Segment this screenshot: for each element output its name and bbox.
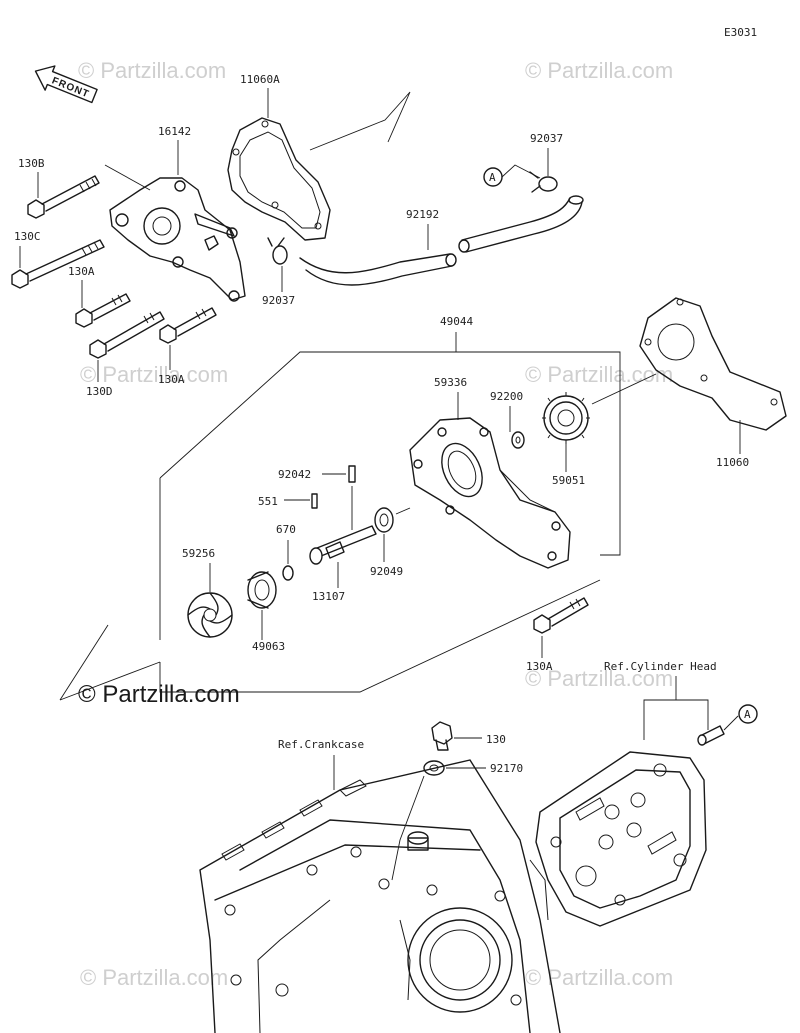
gear-59051	[542, 392, 590, 444]
washer-92200	[511, 431, 525, 449]
part-92049-label: 92049	[370, 565, 403, 578]
watermark-5: © Partzilla.com	[525, 666, 673, 691]
oring-670	[282, 565, 294, 581]
callout-a-top: A	[483, 167, 503, 187]
ref-crankcase-label: Ref.Crankcase	[278, 738, 364, 751]
part-92170-label: 92170	[490, 762, 523, 775]
part-130B-label: 130B	[18, 157, 45, 170]
watermark-7: © Partzilla.com	[525, 965, 673, 990]
part-59051-label: 59051	[552, 474, 585, 487]
part-130A-top-label: 130A	[68, 265, 95, 278]
part-49044-label: 49044	[440, 315, 473, 328]
part-59256-label: 59256	[182, 547, 215, 560]
partzilla-watermark: © Partzilla.com	[78, 681, 240, 708]
part-92037-left-label: 92037	[262, 294, 295, 307]
gasket-11060	[639, 297, 787, 431]
cylinder-head-outline	[535, 751, 707, 927]
part-130A-low-label: 130A	[526, 660, 553, 673]
hose-92192	[299, 195, 584, 286]
bolt-130A-top	[75, 293, 131, 328]
bolt-130D	[89, 311, 165, 359]
bolt-130A-low	[533, 597, 589, 634]
part-130A-mid-label: 130A	[158, 373, 185, 386]
part-92200-label: 92200	[490, 390, 523, 403]
watermark-1: © Partzilla.com	[78, 58, 226, 83]
part-551-label: 551	[258, 495, 278, 508]
pin-92042	[348, 465, 356, 483]
part-13107-label: 13107	[312, 590, 345, 603]
diagram-code: E3031	[724, 26, 757, 39]
plug-130	[431, 721, 453, 751]
part-49063-label: 49063	[252, 640, 285, 653]
shaft-13107	[309, 525, 377, 565]
watermark-3: © Partzilla.com	[80, 362, 228, 387]
seal-92049	[374, 507, 394, 533]
pump-cover-16142	[109, 177, 246, 302]
callout-a-top-label: A	[489, 171, 496, 184]
part-11060A-label: 11060A	[240, 73, 280, 86]
bolt-130C	[11, 239, 105, 289]
watermark-6: © Partzilla.com	[80, 965, 228, 990]
callout-a-bottom: A	[738, 704, 758, 724]
crankcase-outline	[199, 759, 561, 1033]
part-16142-label: 16142	[158, 125, 191, 138]
bolt-130B	[27, 175, 100, 219]
pump-body-59336	[409, 417, 571, 569]
watermarks: © Partzilla.com © Partzilla.com © Partzi…	[78, 58, 673, 990]
clamp-92037-left	[267, 237, 288, 265]
bolt-130A-mid	[159, 307, 217, 344]
part-130C-label: 130C	[14, 230, 41, 243]
part-130D-label: 130D	[86, 385, 113, 398]
part-670-label: 670	[276, 523, 296, 536]
gasket-11060A	[227, 117, 331, 241]
pin-551	[311, 493, 318, 509]
watermark-2: © Partzilla.com	[525, 58, 673, 83]
impeller-59256	[187, 592, 233, 638]
part-92042-label: 92042	[278, 468, 311, 481]
part-59336-label: 59336	[434, 376, 467, 389]
part-92037-right-label: 92037	[530, 132, 563, 145]
part-11060-label: 11060	[716, 456, 749, 469]
part-130-label: 130	[486, 733, 506, 746]
part-92192-label: 92192	[406, 208, 439, 221]
callout-a-bottom-label: A	[744, 708, 751, 721]
ref-cylinder-head-label: Ref.Cylinder Head	[604, 660, 717, 673]
seal-49063	[247, 571, 277, 609]
fitting-a	[697, 725, 725, 746]
watermark-4: © Partzilla.com	[525, 362, 673, 387]
